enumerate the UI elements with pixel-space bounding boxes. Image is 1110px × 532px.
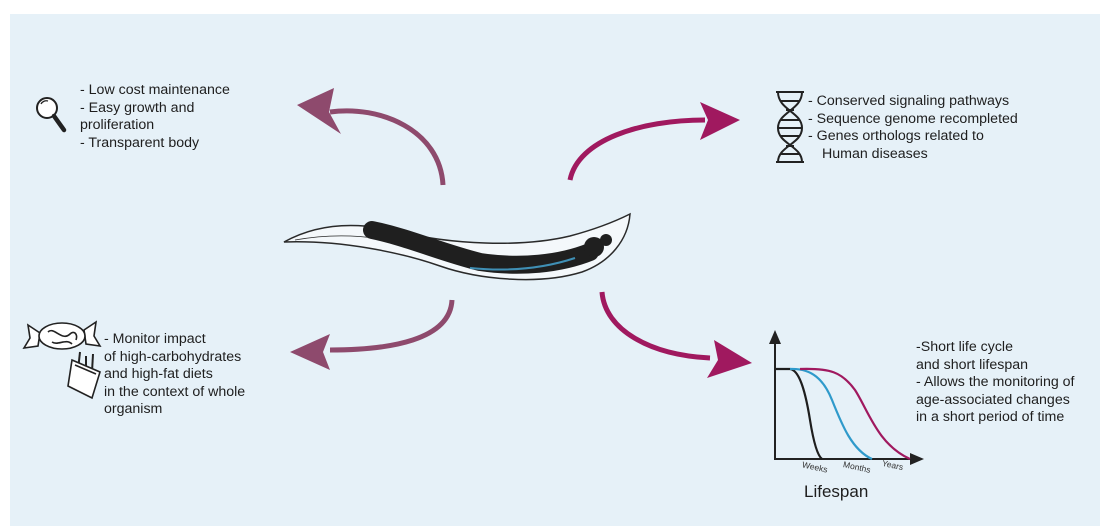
bottom-right-line: in a short period of time — [916, 409, 1075, 427]
top-right-line: Human diseases — [808, 146, 1018, 164]
bottom-left-line: and high-fat diets — [104, 366, 245, 384]
months-curve — [790, 369, 872, 459]
lifespan-chart — [769, 330, 924, 465]
magnifying-glass-icon — [37, 98, 64, 130]
bottom-left-line: in the context of whole — [104, 384, 245, 402]
bottom-right-line: and short lifespan — [916, 357, 1075, 375]
bottom-right-text: -Short life cycle and short lifespan - A… — [916, 339, 1075, 427]
bottom-right-line: -Short life cycle — [916, 339, 1075, 357]
candy-icon — [24, 322, 100, 349]
top-left-line: - Easy growth and — [80, 100, 230, 118]
top-right-line: - Genes orthologs related to — [808, 128, 1018, 146]
top-left-line: - Low cost maintenance — [80, 82, 230, 100]
c-elegans-worm-illustration — [284, 214, 630, 280]
bottom-right-line: age-associated changes — [916, 392, 1075, 410]
dna-helix-icon — [776, 92, 804, 162]
bottom-left-line: - Monitor impact — [104, 331, 245, 349]
weeks-curve — [776, 369, 822, 459]
top-left-text: - Low cost maintenance - Easy growth and… — [80, 82, 230, 152]
top-right-text: - Conserved signaling pathways - Sequenc… — [808, 93, 1018, 163]
bottom-left-text: - Monitor impact of high-carbohydrates a… — [104, 331, 245, 419]
bottom-left-line: of high-carbohydrates — [104, 349, 245, 367]
top-right-line: - Conserved signaling pathways — [808, 93, 1018, 111]
lifespan-label: Lifespan — [804, 482, 868, 502]
bottom-left-line: organism — [104, 401, 245, 419]
top-right-line: - Sequence genome recompleted — [808, 111, 1018, 129]
top-left-line: - Transparent body — [80, 135, 230, 153]
arrow-to-top-left — [297, 88, 443, 185]
arrow-to-bottom-right — [602, 292, 752, 378]
bottom-right-line: - Allows the monitoring of — [916, 374, 1075, 392]
arrow-to-top-right — [570, 102, 740, 180]
fries-icon — [68, 352, 100, 398]
top-left-line: proliferation — [80, 117, 230, 135]
arrow-to-bottom-left — [290, 300, 452, 370]
